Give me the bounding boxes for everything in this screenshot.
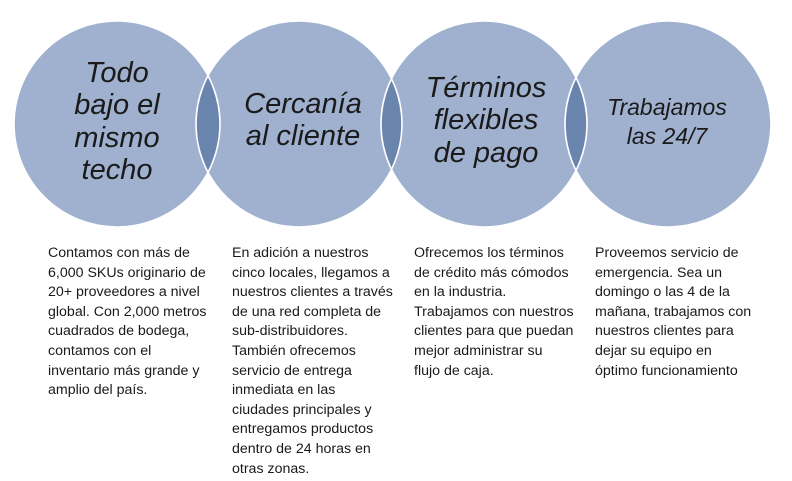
circle-2 bbox=[196, 21, 402, 227]
description-1: Contamos con más de 6,000 SKUs originari… bbox=[48, 245, 207, 399]
description-4: Proveemos servicio de emergencia. Sea un… bbox=[595, 245, 752, 379]
circle-1 bbox=[14, 21, 220, 227]
circle-3-edge bbox=[380, 20, 588, 228]
circle-2-edge bbox=[195, 20, 403, 228]
circle-4 bbox=[565, 21, 771, 227]
circle-1-edge bbox=[13, 20, 221, 228]
description-3: Ofrecemos los términos de crédito más có… bbox=[414, 245, 574, 379]
circle-title-1: Todo bajo el mismo techo bbox=[74, 57, 160, 187]
description-2: En adición a nuestros cinco locales, lle… bbox=[232, 245, 393, 477]
circle-title-4: Trabajamos las 24/7 bbox=[607, 94, 727, 149]
circle-4-edge bbox=[564, 20, 772, 228]
circle-title-2: Cercanía al cliente bbox=[244, 88, 362, 153]
circle-3 bbox=[381, 21, 587, 227]
circle-title-3: Términos flexibles de pago bbox=[425, 72, 547, 169]
